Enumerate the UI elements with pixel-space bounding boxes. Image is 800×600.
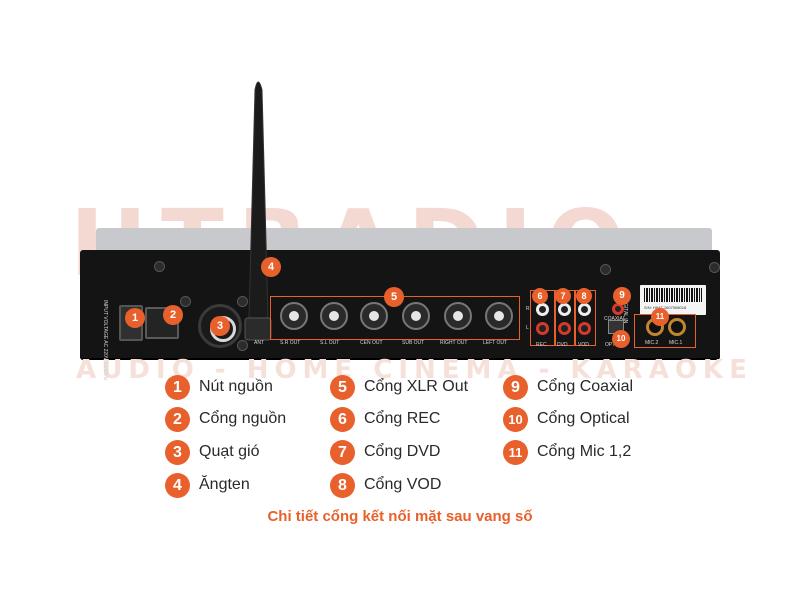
legend-item: 3 Quạt gió: [165, 439, 259, 465]
mic-label: MIC.1: [669, 340, 683, 346]
callout-badge: 1: [125, 308, 145, 328]
screw: [237, 296, 248, 307]
rca-jack: [578, 303, 591, 316]
legend-item: 1 Nút nguồn: [165, 374, 273, 400]
barcode: [644, 288, 702, 302]
rca-jack: [536, 322, 549, 335]
rca-jack: [558, 303, 571, 316]
legend-item: 6 Cổng REC: [330, 406, 440, 432]
xlr-port: [360, 302, 388, 330]
rca-label: VOD: [578, 342, 589, 348]
legend-label: Cổng DVD: [364, 443, 441, 460]
serial-sticker: S/N: H8AT-1607008018: [640, 285, 706, 315]
panel-voltage-text: INPUT VOLTAGE AC 220V 50/60Hz: [102, 300, 108, 380]
callout-badge: 3: [210, 316, 230, 336]
callout-badge: 11: [651, 308, 669, 326]
legend-item: 10 Cổng Optical: [503, 406, 630, 432]
screw: [709, 262, 720, 273]
legend-label: Quạt gió: [199, 443, 260, 460]
serial-number: S/N: H8AT-1607008018: [644, 305, 687, 310]
coaxial-port: [612, 303, 624, 315]
rca-label: L: [526, 325, 529, 331]
callout-badge: 9: [613, 287, 631, 305]
legend-item: 7 Cổng DVD: [330, 439, 440, 465]
callout-badge: 4: [261, 257, 281, 277]
callout-badge: 6: [532, 288, 548, 304]
callout-badge: 5: [384, 287, 404, 307]
legend-number: 1: [165, 374, 190, 400]
xlr-port: [444, 302, 472, 330]
legend-number: 7: [330, 439, 355, 465]
legend-number: 8: [330, 472, 355, 498]
legend-label: Cổng Coaxial: [537, 378, 634, 395]
legend-number: 3: [165, 439, 190, 465]
coaxial-label: COAXIAL: [604, 316, 626, 322]
legend-label: Nút nguồn: [199, 378, 273, 395]
rca-label: REC: [536, 342, 547, 348]
xlr-label: S.L OUT: [320, 340, 340, 346]
screw: [154, 261, 165, 272]
screw: [600, 264, 611, 275]
mic-jack: [668, 318, 686, 336]
callout-badge: 2: [163, 305, 183, 325]
rca-label: DVD: [557, 342, 568, 348]
xlr-label: CEN OUT: [360, 340, 383, 346]
legend-label: Ăngten: [199, 476, 250, 493]
screw: [237, 340, 248, 351]
legend-item: 9 Cổng Coaxial: [503, 374, 633, 400]
xlr-label: S.R OUT: [280, 340, 301, 346]
rca-jack: [558, 322, 571, 335]
rca-jack: [536, 303, 549, 316]
xlr-port: [402, 302, 430, 330]
xlr-label: LEFT OUT: [483, 340, 508, 346]
callout-badge: 10: [612, 330, 630, 348]
legend-label: Cổng XLR Out: [364, 378, 469, 395]
legend-label: Cổng VOD: [364, 476, 442, 493]
diagram-caption: Chi tiết cổng kết nối mặt sau vang số: [267, 508, 533, 525]
xlr-port: [320, 302, 348, 330]
legend-number: 5: [330, 374, 355, 400]
legend-label: Cổng REC: [364, 410, 441, 427]
mic-label: MIC.2: [645, 340, 659, 346]
legend-item: 8 Cổng VOD: [330, 472, 441, 498]
legend-label: Cổng Mic 1,2: [537, 443, 632, 460]
callout-badge: 7: [555, 288, 571, 304]
legend-label: Cổng nguồn: [199, 410, 287, 427]
rca-label: R: [526, 306, 530, 312]
legend-item: 5 Cổng XLR Out: [330, 374, 468, 400]
legend-item: 11 Cổng Mic 1,2: [503, 439, 631, 465]
antenna-label: ANT: [254, 340, 264, 346]
xlr-label: RIGHT OUT: [440, 340, 468, 346]
legend-item: 2 Cổng nguồn: [165, 406, 286, 432]
legend-number: 10: [503, 406, 528, 432]
legend-number: 6: [330, 406, 355, 432]
legend-label: Cổng Optical: [537, 410, 630, 427]
legend-number: 11: [503, 439, 528, 465]
xlr-label: SUB OUT: [402, 340, 425, 346]
xlr-port: [485, 302, 513, 330]
legend-number: 4: [165, 472, 190, 498]
legend-number: 2: [165, 406, 190, 432]
legend-number: 9: [503, 374, 528, 400]
rca-jack: [578, 322, 591, 335]
legend-item: 4 Ăngten: [165, 472, 250, 498]
xlr-port: [280, 302, 308, 330]
callout-badge: 8: [576, 288, 592, 304]
screw: [180, 296, 191, 307]
